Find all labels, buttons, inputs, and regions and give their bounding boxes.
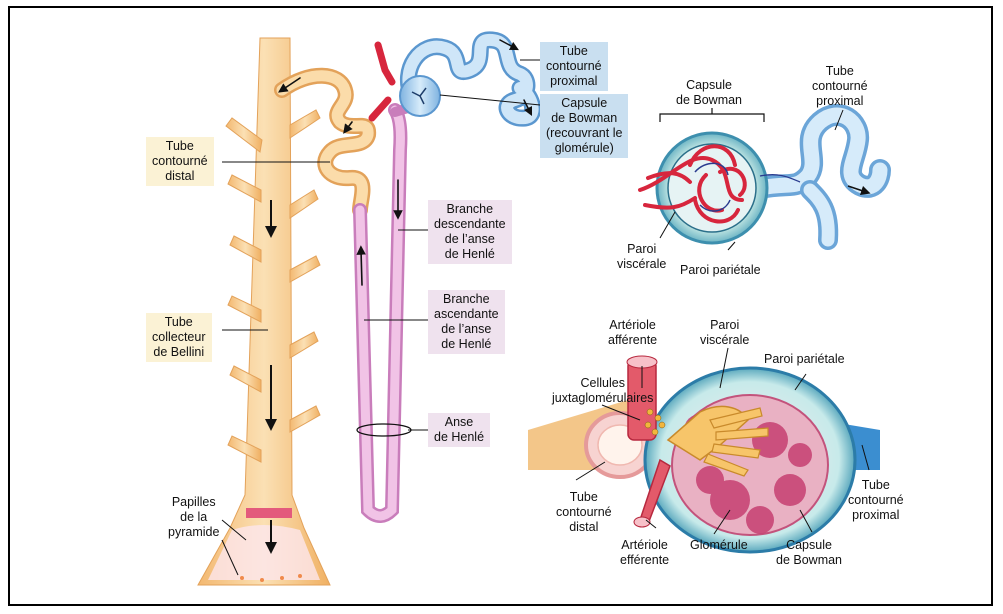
label-line: de Bowman xyxy=(776,553,842,568)
distal-tubule xyxy=(282,76,368,210)
label-juxtaglomerular-cells: Cellules juxtaglomérulaires xyxy=(552,376,653,406)
label-line: contourné xyxy=(812,79,868,94)
label-line: de Henlé xyxy=(434,247,506,262)
label-afferent-arteriole: Artériole afférente xyxy=(608,318,657,348)
label-line: Paroi pariétale xyxy=(680,263,761,278)
label-capsule-bowman-tr: Capsule de Bowman xyxy=(676,78,742,108)
label-ascending-limb: Branche ascendante de l’anse de Henlé xyxy=(428,290,505,354)
label-line: Artériole xyxy=(608,318,657,333)
label-line: viscérale xyxy=(617,257,666,272)
label-glomerulus: Glomérule xyxy=(690,538,748,553)
label-line: Papilles xyxy=(168,495,219,510)
label-line: Cellules xyxy=(552,376,653,391)
label-line: Branche xyxy=(434,202,506,217)
label-line: contourné xyxy=(556,505,612,520)
label-efferent-arteriole: Artériole efférente xyxy=(620,538,669,568)
label-line: distal xyxy=(152,169,208,184)
label-line: proximal xyxy=(546,74,602,89)
label-line: descendante xyxy=(434,217,506,232)
label-line: de Bowman xyxy=(546,111,622,126)
label-line: Paroi xyxy=(617,242,666,257)
renal-corpuscle-top xyxy=(640,108,880,243)
bowman-capsule-top xyxy=(400,76,440,116)
label-capsule-bowman-br: Capsule de Bowman xyxy=(776,538,842,568)
label-line: Tube xyxy=(546,44,602,59)
label-parietal-wall-br: Paroi pariétale xyxy=(764,352,845,367)
label-line: Tube xyxy=(848,478,904,493)
label-line: Capsule xyxy=(546,96,622,111)
label-line: Tube xyxy=(152,315,206,330)
label-proximal-tube-top: Tube contourné proximal xyxy=(540,42,608,91)
label-line: de la xyxy=(168,510,219,525)
label-line: Artériole xyxy=(620,538,669,553)
label-line: Tube xyxy=(152,139,208,154)
label-line: de Henlé xyxy=(434,430,484,445)
label-line: pyramide xyxy=(168,525,219,540)
label-line: proximal xyxy=(848,508,904,523)
label-line: contourné xyxy=(546,59,602,74)
label-proximal-tube-tr: Tube contourné proximal xyxy=(812,64,868,109)
label-descending-limb: Branche descendante de l’anse de Henlé xyxy=(428,200,512,264)
label-line: de Henlé xyxy=(434,337,499,352)
label-line: efférente xyxy=(620,553,669,568)
label-parietal-wall-tr: Paroi pariétale xyxy=(680,263,761,278)
label-papillae: Papilles de la pyramide xyxy=(168,495,219,540)
loop-of-henle xyxy=(357,110,411,516)
label-line: contourné xyxy=(152,154,208,169)
label-proximal-tube-br: Tube contourné proximal xyxy=(848,478,904,523)
label-collecting-duct: Tube collecteur de Bellini xyxy=(146,313,212,362)
label-line: Paroi xyxy=(700,318,749,333)
label-line: proximal xyxy=(812,94,868,109)
label-visceral-wall-br: Paroi viscérale xyxy=(700,318,749,348)
label-line: de l’anse xyxy=(434,232,506,247)
label-line: de Bowman xyxy=(676,93,742,108)
label-line: viscérale xyxy=(700,333,749,348)
label-line: afférente xyxy=(608,333,657,348)
label-line: Branche xyxy=(434,292,499,307)
label-line: collecteur xyxy=(152,330,206,345)
label-line: Capsule xyxy=(776,538,842,553)
label-line: Tube xyxy=(556,490,612,505)
label-distal-tube: Tube contourné distal xyxy=(146,137,214,186)
label-line: Anse xyxy=(434,415,484,430)
label-line: contourné xyxy=(848,493,904,508)
label-line: distal xyxy=(556,520,612,535)
label-line: Tube xyxy=(812,64,868,79)
label-line: (recouvrant le xyxy=(546,126,622,141)
label-line: ascendante xyxy=(434,307,499,322)
label-distal-tube-br: Tube contourné distal xyxy=(556,490,612,535)
label-line: glomérule) xyxy=(546,141,622,156)
label-visceral-wall-tr: Paroi viscérale xyxy=(617,242,666,272)
label-line: de l’anse xyxy=(434,322,499,337)
label-loop-of-henle: Anse de Henlé xyxy=(428,413,490,447)
label-bowman-capsule-covering: Capsule de Bowman (recouvrant le gloméru… xyxy=(540,94,628,158)
label-line: de Bellini xyxy=(152,345,206,360)
label-line: Glomérule xyxy=(690,538,748,553)
label-line: Capsule xyxy=(676,78,742,93)
label-line: juxtaglomérulaires xyxy=(552,391,653,406)
label-line: Paroi pariétale xyxy=(764,352,845,367)
